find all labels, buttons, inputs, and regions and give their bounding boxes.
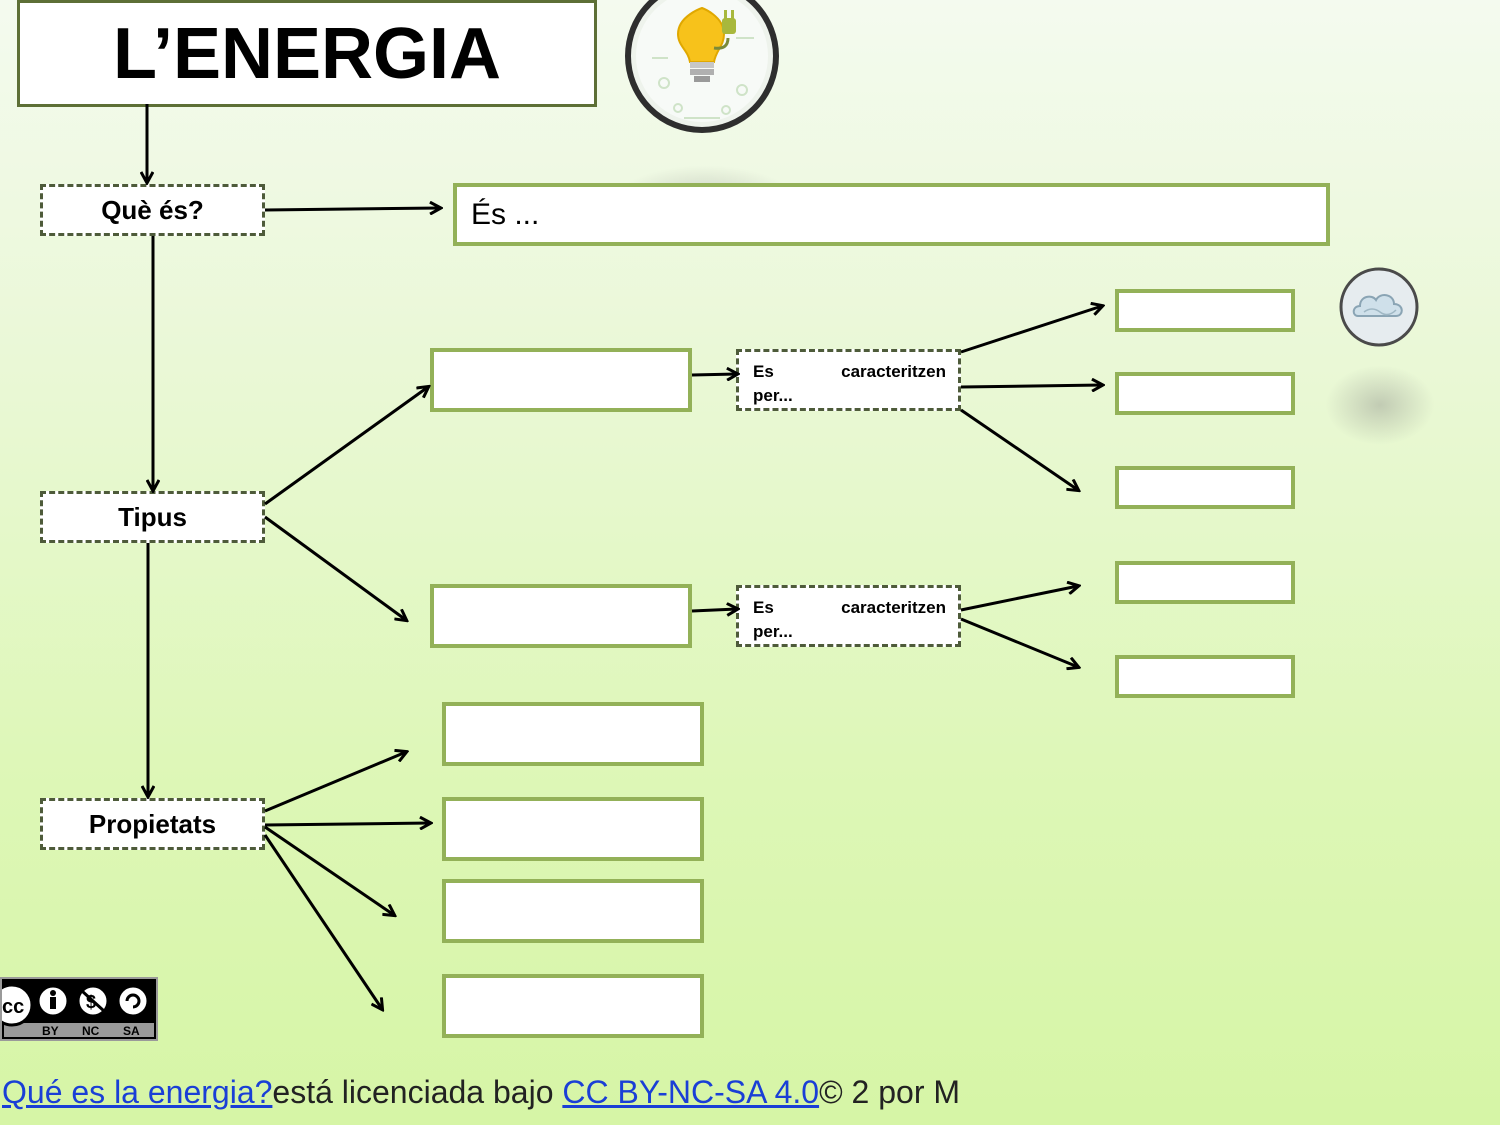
tipus-answer-box-1[interactable] <box>430 348 692 412</box>
arrow-characterize-1-to-answer-2 <box>960 385 1102 387</box>
arrow-characterize-2-to-answer-5 <box>960 617 1078 667</box>
characterize-node-1: Es caracteritzen per... <box>736 349 961 411</box>
arrow-characterize-1-to-answer-3 <box>960 408 1078 490</box>
cc-nc-label: NC <box>82 1024 100 1038</box>
characteristic-answer-box-3[interactable] <box>1115 466 1295 509</box>
characterize-word-main: caracteritzen <box>841 362 946 381</box>
tipus-answer-box-2[interactable] <box>430 584 692 648</box>
propietats-node: Propietats <box>40 798 265 850</box>
arrow-tipus-to-box-1 <box>264 387 428 506</box>
characteristic-answer-box-5[interactable] <box>1115 655 1295 698</box>
shadow-decoration <box>1325 365 1435 445</box>
arrow-propietats-to-prop-4 <box>263 834 382 1009</box>
characteristic-answer-box-2[interactable] <box>1115 372 1295 415</box>
arrow-box-1-to-characterize-1 <box>691 374 737 375</box>
definition-answer-box[interactable]: És ... <box>453 183 1330 246</box>
arrow-propietats-to-prop-3 <box>264 825 394 915</box>
title-text: L’ENERGIA <box>112 13 502 94</box>
tipus-label: Tipus <box>118 501 187 532</box>
cc-by-label: BY <box>42 1024 59 1038</box>
work-title-link[interactable]: Qué es la energia? <box>2 1074 273 1110</box>
arrow-box-2-to-characterize-2 <box>691 609 737 611</box>
property-answer-box-1[interactable] <box>442 702 704 766</box>
arrow-tipus-to-box-2 <box>264 515 406 620</box>
characterize-node-2: Es caracteritzen per... <box>736 585 961 647</box>
characterize-word-per: per... <box>753 386 793 405</box>
license-link[interactable]: CC BY-NC-SA 4.0 <box>562 1074 820 1110</box>
license-footer: Qué es la energia?está licenciada bajo C… <box>2 1074 960 1111</box>
svg-text:$: $ <box>86 992 96 1012</box>
lightbulb-plug-icon <box>624 0 780 134</box>
que-es-node: Què és? <box>40 184 265 236</box>
cc-sa-label: SA <box>123 1024 140 1038</box>
arrow-que-es-to-definition <box>264 208 440 210</box>
cc-by-nc-sa-icon: cc $ BY NC SA <box>0 977 158 1041</box>
definition-placeholder: És ... <box>471 197 540 231</box>
arrow-propietats-to-prop-1 <box>264 752 406 813</box>
characterize-word-es: Es <box>753 362 774 381</box>
property-answer-box-2[interactable] <box>442 797 704 861</box>
characteristic-answer-box-1[interactable] <box>1115 289 1295 332</box>
characteristic-answer-box-4[interactable] <box>1115 561 1295 604</box>
characterize-word-es: Es <box>753 598 774 617</box>
characterize-word-main: caracteritzen <box>841 598 946 617</box>
cloud-icon <box>1338 266 1420 348</box>
arrow-propietats-to-prop-2 <box>264 823 430 825</box>
tipus-node: Tipus <box>40 491 265 543</box>
svg-text:cc: cc <box>2 996 24 1018</box>
property-answer-box-3[interactable] <box>442 879 704 943</box>
page-title: L’ENERGIA <box>17 0 597 107</box>
characterize-word-per: per... <box>753 622 793 641</box>
arrow-characterize-2-to-answer-4 <box>960 586 1078 612</box>
que-es-label: Què és? <box>101 194 204 225</box>
propietats-label: Propietats <box>88 808 217 839</box>
license-text-2: © 2 por M <box>819 1074 961 1110</box>
arrow-characterize-1-to-answer-1 <box>960 306 1102 354</box>
property-answer-box-4[interactable] <box>442 974 704 1038</box>
license-text-1: está licenciada bajo <box>272 1074 563 1110</box>
